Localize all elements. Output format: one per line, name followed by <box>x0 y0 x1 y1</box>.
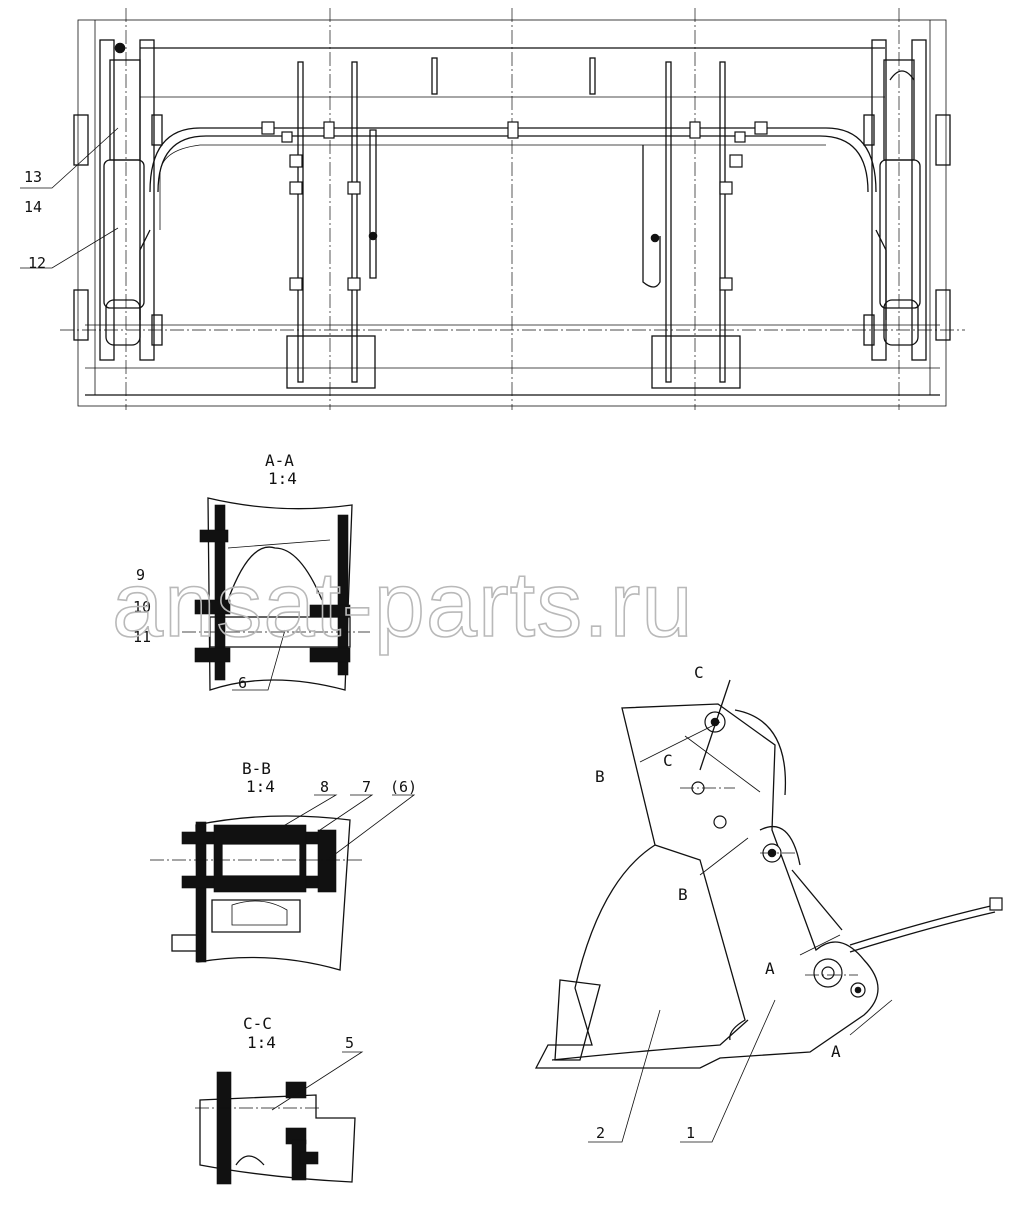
callout-6: 6 <box>238 674 247 692</box>
right-wear-pad <box>651 335 741 389</box>
section-c-c: C-C 1:4 <box>195 1014 356 1185</box>
left-tilt-cylinder <box>73 39 163 361</box>
cut-mark-c-lower: C <box>663 751 673 770</box>
callout-6-ref: (6) <box>390 778 417 796</box>
callout-13: 13 <box>24 168 42 186</box>
section-a-a-scale: 1:4 <box>268 469 297 488</box>
leader-lines <box>20 127 776 1143</box>
section-b-b-title: B-B <box>242 759 271 778</box>
section-b-b-scale: 1:4 <box>246 777 275 796</box>
part-callouts: 13 14 12 9 10 11 6 8 7 (6) 5 2 1 <box>24 168 695 1142</box>
hydraulic-hoses <box>139 121 887 320</box>
section-a-a: A-A 1:4 <box>182 451 370 691</box>
cut-mark-c-upper: C <box>694 663 704 682</box>
section-a-a-title: A-A <box>265 451 294 470</box>
cut-mark-a-upper: A <box>765 959 775 978</box>
section-cut-labels: C C B B A A <box>595 663 841 1061</box>
watermark: ansat-parts.ru <box>112 554 694 656</box>
callout-12: 12 <box>28 254 46 272</box>
bucket-top-view <box>60 8 965 410</box>
section-c-c-title: C-C <box>243 1014 272 1033</box>
section-c-c-scale: 1:4 <box>247 1033 276 1052</box>
left-wear-pad <box>286 335 376 389</box>
callout-8: 8 <box>320 778 329 796</box>
section-b-b: B-B 1:4 <box>150 759 362 971</box>
callout-5: 5 <box>345 1034 354 1052</box>
cut-mark-a-lower: A <box>831 1042 841 1061</box>
bucket-side-view: C C B B A A <box>534 663 1003 1069</box>
callout-11: 11 <box>133 628 151 646</box>
bucket-ribs <box>289 57 743 383</box>
level-indicator-rods <box>368 129 661 288</box>
callout-1: 1 <box>686 1124 695 1142</box>
callout-14: 14 <box>24 198 42 216</box>
callout-2: 2 <box>596 1124 605 1142</box>
cut-mark-b-upper: B <box>595 767 605 786</box>
callout-7: 7 <box>362 778 371 796</box>
cut-mark-b-lower: B <box>678 885 688 904</box>
right-tilt-cylinder <box>863 39 951 361</box>
callout-10: 10 <box>133 598 151 616</box>
callout-9: 9 <box>136 566 145 584</box>
